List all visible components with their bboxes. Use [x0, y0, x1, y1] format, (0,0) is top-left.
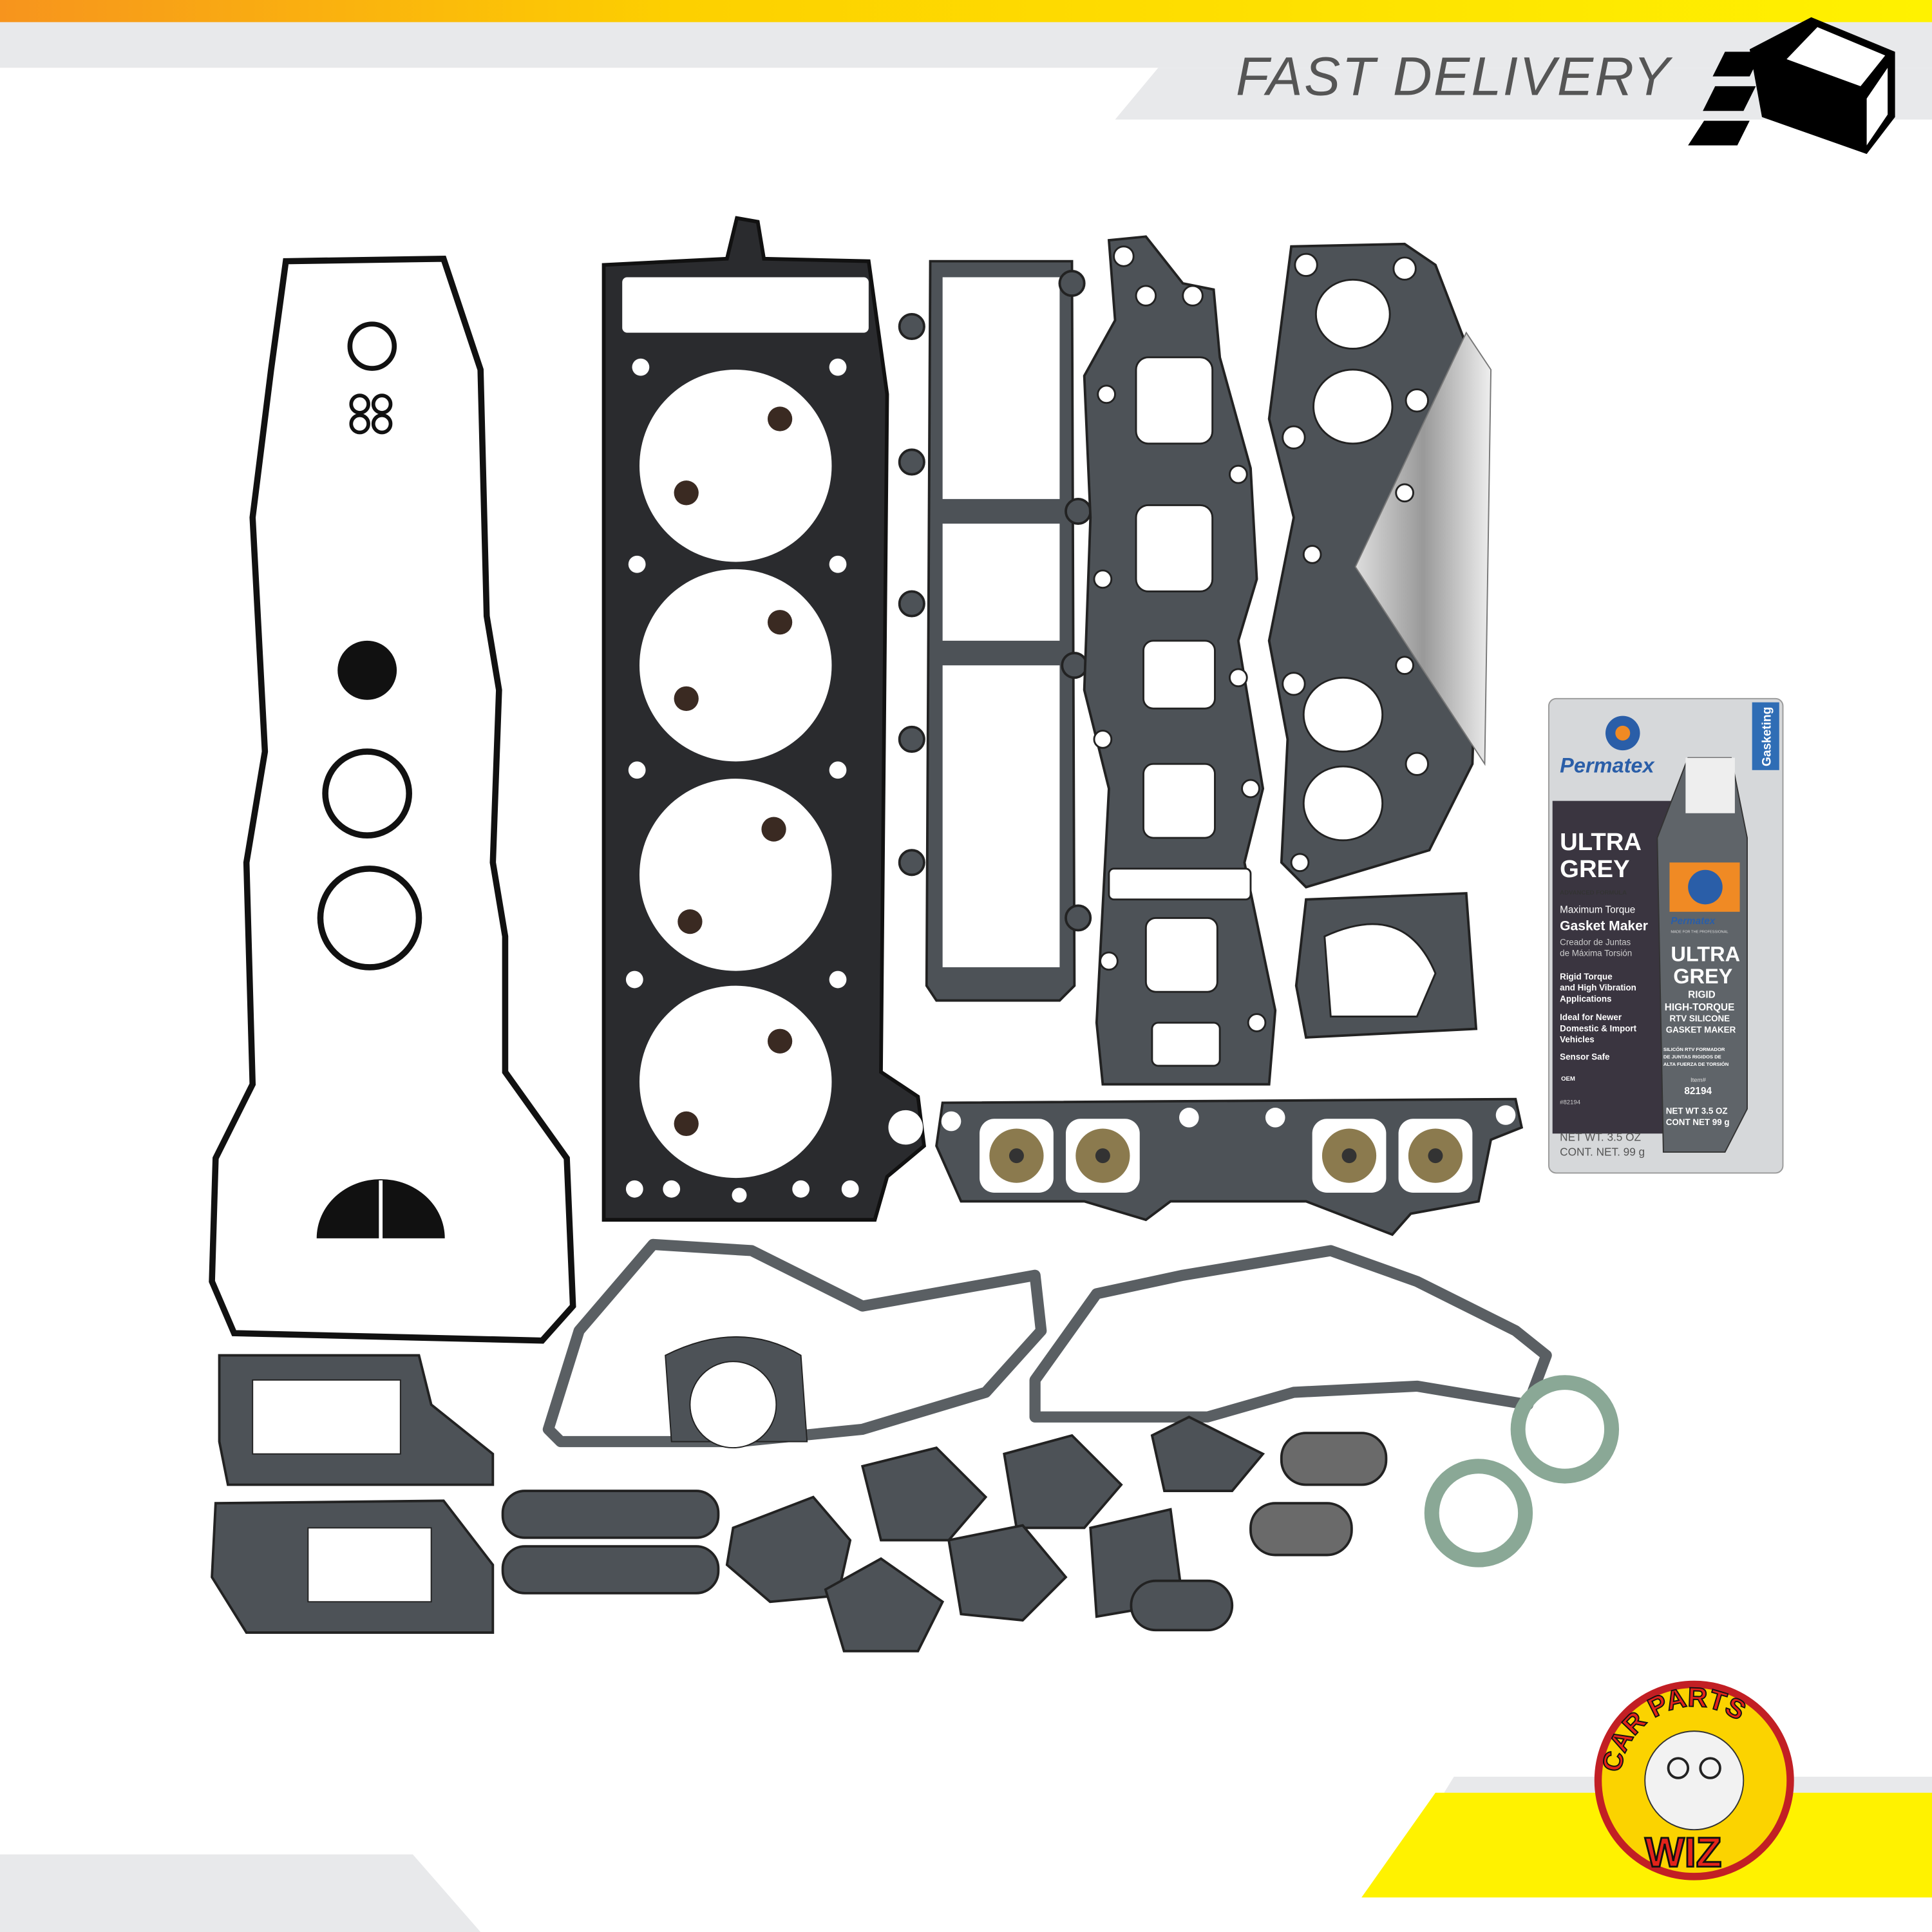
svg-text:DE JUNTAS RIGIDOS DE: DE JUNTAS RIGIDOS DE — [1663, 1054, 1721, 1059]
svg-text:HIGH-TORQUE: HIGH-TORQUE — [1665, 1002, 1735, 1013]
svg-text:WIZ: WIZ — [1645, 1829, 1721, 1876]
svg-text:RIGID: RIGID — [1688, 990, 1716, 1001]
svg-text:82194: 82194 — [1684, 1086, 1712, 1097]
intake-gasket — [898, 260, 1092, 1002]
head-gasket — [601, 216, 926, 1222]
svg-text:Applications: Applications — [1560, 994, 1611, 1003]
permatex-package: Gasketing Permatex ULTRA GREY ADVANCED F… — [1548, 697, 1784, 1174]
svg-text:MADE FOR THE PROFESSIONAL: MADE FOR THE PROFESSIONAL — [1671, 930, 1728, 934]
fast-delivery-text: FAST DELIVERY — [1236, 46, 1673, 106]
svg-text:GREY: GREY — [1673, 965, 1732, 988]
svg-text:RTV SILICONE: RTV SILICONE — [1669, 1014, 1730, 1023]
svg-text:CONT NET 99 g: CONT NET 99 g — [1666, 1117, 1730, 1127]
small-gaskets — [211, 1354, 1620, 1653]
valve-cover-gasket — [209, 255, 576, 1344]
svg-text:NET WT 3.5 OZ: NET WT 3.5 OZ — [1666, 1106, 1728, 1116]
bar-gasket — [935, 1097, 1524, 1236]
car-parts-wiz-logo: CAR PARTS WIZ — [1594, 1680, 1794, 1880]
manifold-gasket — [1083, 235, 1277, 1086]
svg-text:and High Vibration: and High Vibration — [1560, 983, 1636, 992]
svg-text:SILICÓN RTV FORMADOR: SILICÓN RTV FORMADOR — [1663, 1046, 1725, 1052]
svg-text:#82194: #82194 — [1560, 1099, 1581, 1106]
svg-text:Permatex: Permatex — [1560, 754, 1655, 777]
svg-text:Rigid Torque: Rigid Torque — [1560, 972, 1612, 981]
svg-text:Item#: Item# — [1690, 1077, 1707, 1084]
svg-text:Permatex: Permatex — [1671, 916, 1716, 927]
svg-text:ULTRA: ULTRA — [1560, 828, 1642, 856]
svg-text:ULTRA: ULTRA — [1671, 942, 1740, 965]
svg-text:Sensor Safe: Sensor Safe — [1560, 1052, 1609, 1061]
svg-text:NET WT. 3.5 OZ: NET WT. 3.5 OZ — [1560, 1131, 1641, 1144]
header-banner: FAST DELIVERY — [0, 0, 1932, 155]
svg-text:Gasketing: Gasketing — [1760, 707, 1774, 766]
delivery-box-icon — [1688, 17, 1895, 155]
svg-text:Creador de Juntas: Creador de Juntas — [1560, 937, 1631, 947]
timing-cover-gaskets — [542, 1238, 1552, 1449]
exhaust-gasket — [1267, 242, 1492, 1039]
svg-text:ADVANCED FORMULA: ADVANCED FORMULA — [1560, 889, 1627, 896]
svg-text:Ideal for Newer: Ideal for Newer — [1560, 1012, 1622, 1022]
svg-text:OEM: OEM — [1561, 1075, 1575, 1083]
svg-text:Gasket Maker: Gasket Maker — [1560, 919, 1648, 934]
svg-text:Maximum Torque: Maximum Torque — [1560, 905, 1635, 916]
svg-text:ALTA FUERZA DE TORSIÓN: ALTA FUERZA DE TORSIÓN — [1663, 1061, 1728, 1067]
svg-text:de Máxima Torsión: de Máxima Torsión — [1560, 949, 1632, 958]
svg-text:GREY: GREY — [1560, 855, 1629, 883]
svg-text:GASKET MAKER: GASKET MAKER — [1666, 1025, 1736, 1034]
svg-text:Domestic & Import: Domestic & Import — [1560, 1023, 1636, 1033]
svg-text:CONT. NET. 99 g: CONT. NET. 99 g — [1560, 1146, 1645, 1159]
svg-text:Vehicles: Vehicles — [1560, 1035, 1595, 1045]
